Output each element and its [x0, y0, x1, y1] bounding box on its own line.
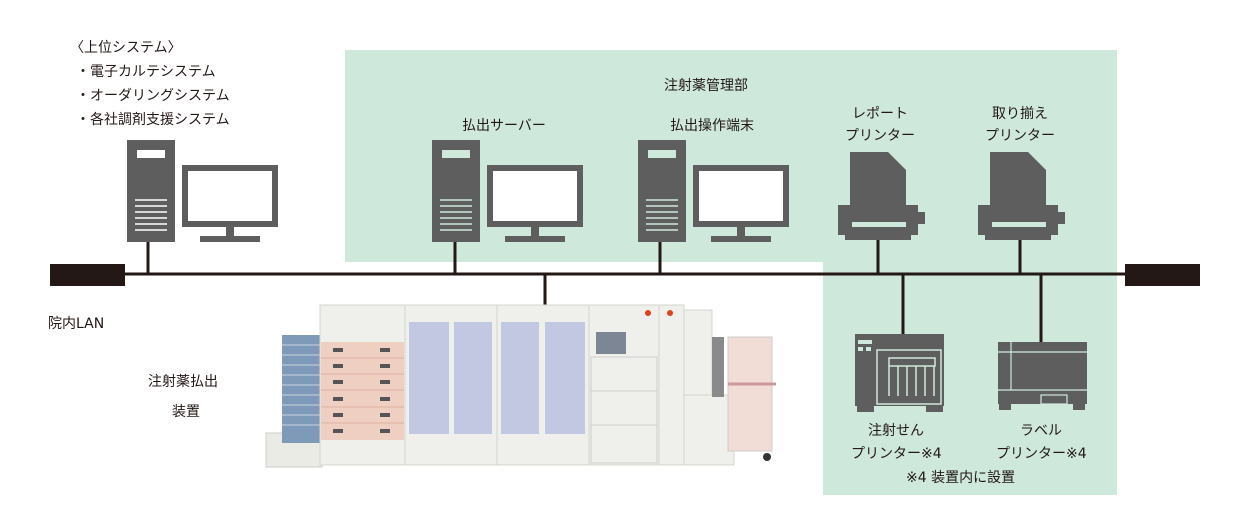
rx-printer-label-2: プリンター※4 [851, 446, 942, 462]
lan-terminator-left [50, 264, 125, 286]
pick-printer-label-1: 取り揃え [992, 106, 1048, 122]
lan-label: 院内LAN [48, 316, 105, 332]
upper-system-item: ・電子カルテシステム [76, 64, 216, 80]
terminal-computer-icon [638, 140, 789, 242]
report-printer-label-2: プリンター [845, 128, 915, 144]
terminal-label: 払出操作端末 [670, 118, 754, 134]
machine-label-1: 注射薬払出 [148, 374, 218, 390]
label-printer-icon [998, 342, 1087, 410]
label-printer-label-1: ラベル [1020, 423, 1062, 439]
footnote: ※4 装置内に設置 [906, 470, 1016, 486]
host-computer-icon [127, 140, 278, 242]
lan-terminator-right [1125, 264, 1200, 286]
server-label: 払出サーバー [462, 118, 546, 134]
server-computer-icon [432, 140, 583, 242]
upper-system-item: ・オーダリングシステム [76, 88, 230, 104]
upper-system-item: ・各社調剤支援システム [76, 112, 230, 128]
report-printer-label-1: レポート [852, 106, 908, 122]
rx-printer-icon [855, 334, 944, 412]
rx-printer-label-1: 注射せん [868, 423, 924, 439]
pick-printer-label-2: プリンター [985, 128, 1055, 144]
dept-title: 注射薬管理部 [664, 78, 748, 94]
upper-system-title: 〈上位システム〉 [70, 40, 182, 56]
report-printer-icon [838, 152, 925, 240]
label-printer-label-2: プリンター※4 [996, 446, 1087, 462]
dispensing-machine-image [265, 304, 776, 468]
pick-printer-icon [978, 152, 1065, 240]
machine-label-2: 装置 [172, 404, 200, 420]
network-cables [50, 240, 1200, 420]
